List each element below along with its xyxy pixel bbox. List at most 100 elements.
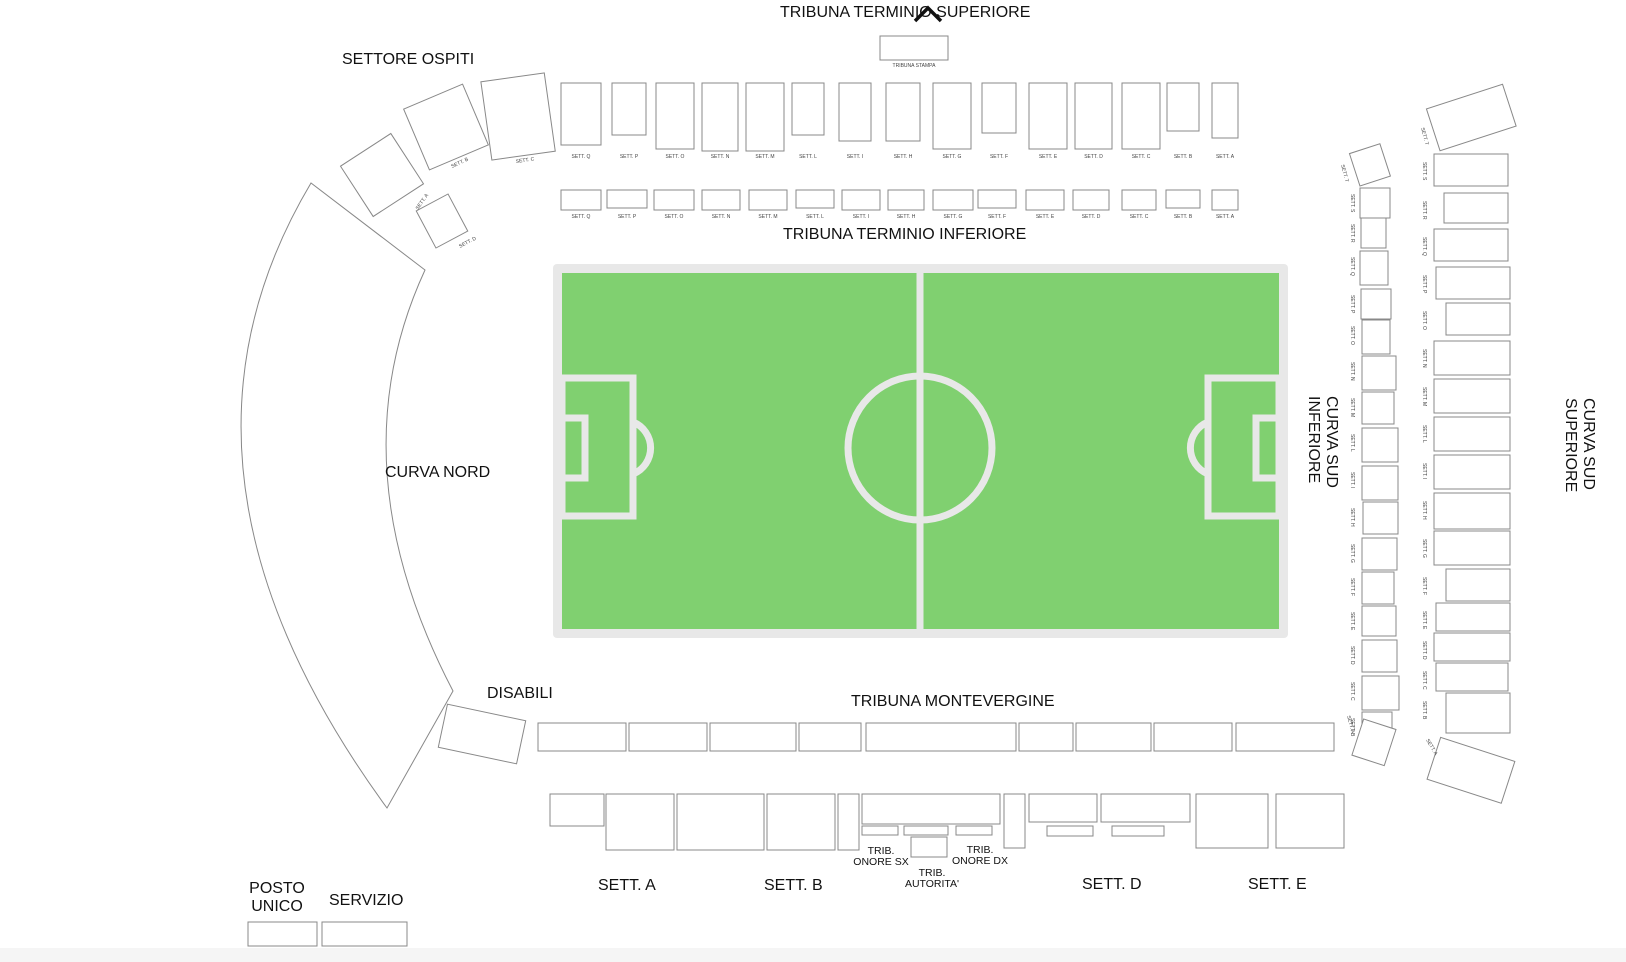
servizio-box[interactable] — [321, 921, 408, 947]
montevergine-block-1[interactable] — [537, 722, 627, 752]
terminio-inf-sector-9[interactable] — [932, 189, 974, 211]
sud-sup-sector-9[interactable] — [1433, 416, 1511, 452]
disabili-sector[interactable] — [437, 703, 527, 765]
sett-d-block-1[interactable] — [1028, 793, 1098, 823]
terminio-inf-sector-8[interactable] — [887, 189, 925, 211]
onore-block-main[interactable] — [861, 793, 1001, 825]
sett-e-block-1[interactable] — [1195, 793, 1269, 849]
terminio-sup-sector-4[interactable] — [701, 82, 739, 152]
terminio-sup-sector-3[interactable] — [655, 82, 695, 150]
onore-sx-block[interactable] — [861, 825, 899, 836]
sud-sup-sector-10[interactable] — [1433, 454, 1511, 490]
curva-nord[interactable] — [240, 182, 454, 809]
tribuna-stampa[interactable] — [879, 35, 949, 61]
sud-inf-sector-7[interactable] — [1361, 355, 1397, 391]
sud-inf-sector-11[interactable] — [1362, 501, 1399, 535]
sett-d-block-2[interactable] — [1046, 825, 1094, 837]
autorita-block[interactable] — [910, 836, 948, 858]
terminio-inf-sector-4[interactable] — [701, 189, 741, 211]
terminio-sup-sector-2[interactable] — [611, 82, 647, 136]
sud-inf-sector-6[interactable] — [1361, 319, 1391, 355]
terminio-sup-sector-6[interactable] — [791, 82, 825, 136]
terminio-sup-sector-11[interactable] — [1028, 82, 1068, 150]
sud-sup-sector-5[interactable] — [1435, 266, 1511, 300]
sud-inf-sector-15[interactable] — [1361, 639, 1398, 673]
ospiti-sett-a[interactable] — [339, 132, 425, 218]
onore-dx-block[interactable] — [955, 825, 993, 836]
ospiti-sett-c[interactable] — [480, 72, 556, 161]
terminio-sup-sector-13[interactable] — [1121, 82, 1161, 150]
terminio-sup-sector-7[interactable] — [838, 82, 872, 142]
montevergine-block-7[interactable] — [1075, 722, 1152, 752]
sett-c-block-narrow[interactable] — [1003, 793, 1026, 849]
posto-unico-box[interactable] — [247, 921, 318, 947]
sud-inf-sector-16[interactable] — [1361, 675, 1400, 711]
terminio-sup-sector-1[interactable] — [560, 82, 602, 146]
sud-sup-sector-1[interactable] — [1425, 83, 1517, 152]
montevergine-block-3[interactable] — [709, 722, 797, 752]
sud-inf-sector-9[interactable] — [1361, 427, 1399, 463]
montevergine-block-8[interactable] — [1153, 722, 1233, 752]
sett-d-block-4[interactable] — [1111, 825, 1165, 837]
terminio-sup-sector-15[interactable] — [1211, 82, 1239, 139]
montevergine-block-9[interactable] — [1235, 722, 1335, 752]
sud-inf-sector-5[interactable] — [1360, 288, 1392, 320]
onore-center-block[interactable] — [903, 825, 949, 836]
terminio-sup-sector-14[interactable] — [1166, 82, 1200, 132]
sud-sup-sector-17[interactable] — [1445, 692, 1511, 734]
sud-sup-sector-12[interactable] — [1433, 530, 1511, 566]
montevergine-block-5[interactable] — [865, 722, 1017, 752]
sett-b-block-1[interactable] — [676, 793, 765, 851]
sud-inf-sector-10[interactable] — [1361, 465, 1399, 501]
terminio-sup-sector-9[interactable] — [932, 82, 972, 150]
chevron-up-icon[interactable] — [912, 2, 944, 24]
sud-inf-sector-last[interactable] — [1351, 718, 1397, 767]
montevergine-block-2[interactable] — [628, 722, 708, 752]
sud-inf-sector-12[interactable] — [1361, 537, 1398, 571]
sud-inf-sector-3[interactable] — [1360, 217, 1387, 249]
terminio-inf-sector-14[interactable] — [1165, 189, 1201, 209]
sett-e-block-2[interactable] — [1275, 793, 1345, 849]
ospiti-sett-d[interactable] — [415, 193, 469, 249]
sett-a-block-1[interactable] — [549, 793, 605, 827]
terminio-inf-sector-11[interactable] — [1025, 189, 1065, 211]
sud-inf-sector-8[interactable] — [1361, 391, 1395, 425]
terminio-inf-sector-7[interactable] — [841, 189, 881, 211]
sud-sup-sector-6[interactable] — [1445, 302, 1511, 336]
sud-inf-sector-14[interactable] — [1361, 605, 1397, 637]
sud-sup-sector-13[interactable] — [1445, 568, 1511, 602]
terminio-inf-sector-6[interactable] — [795, 189, 835, 209]
terminio-sup-sector-5[interactable] — [745, 82, 785, 152]
sud-sup-sector-last[interactable] — [1426, 736, 1516, 804]
sud-sup-sector-16[interactable] — [1435, 662, 1509, 692]
sud-sup-sector-2[interactable] — [1433, 153, 1509, 187]
sud-inf-sector-1[interactable] — [1348, 143, 1392, 187]
terminio-inf-sector-12[interactable] — [1072, 189, 1110, 211]
sett-d-block-3[interactable] — [1100, 793, 1191, 823]
terminio-inf-sector-3[interactable] — [653, 189, 695, 211]
sud-sup-sector-3[interactable] — [1443, 192, 1509, 224]
terminio-inf-sector-1[interactable] — [560, 189, 602, 211]
terminio-inf-sector-5[interactable] — [748, 189, 788, 211]
montevergine-block-6[interactable] — [1018, 722, 1074, 752]
terminio-inf-sector-2[interactable] — [606, 189, 648, 209]
terminio-sup-sector-8[interactable] — [885, 82, 921, 142]
sud-sup-sector-8[interactable] — [1433, 378, 1511, 414]
terminio-sup-sector-12[interactable] — [1074, 82, 1113, 150]
terminio-sup-sector-10[interactable] — [981, 82, 1017, 134]
ospiti-sett-b[interactable] — [402, 83, 490, 171]
sud-inf-sector-13[interactable] — [1361, 571, 1395, 605]
terminio-inf-sector-15[interactable] — [1211, 189, 1239, 211]
sud-inf-sector-2[interactable] — [1359, 187, 1391, 219]
terminio-inf-sector-10[interactable] — [977, 189, 1017, 209]
sud-sup-sector-15[interactable] — [1433, 632, 1511, 662]
sud-sup-sector-7[interactable] — [1433, 340, 1511, 376]
sett-a-block-2[interactable] — [605, 793, 675, 851]
sud-inf-sector-4[interactable] — [1359, 250, 1389, 286]
sud-sup-sector-11[interactable] — [1433, 492, 1511, 530]
montevergine-block-4[interactable] — [798, 722, 862, 752]
sud-sup-sector-14[interactable] — [1435, 602, 1511, 632]
terminio-inf-sector-13[interactable] — [1121, 189, 1157, 211]
sud-sup-sector-4[interactable] — [1433, 228, 1509, 262]
sett-b-block-3[interactable] — [837, 793, 860, 851]
